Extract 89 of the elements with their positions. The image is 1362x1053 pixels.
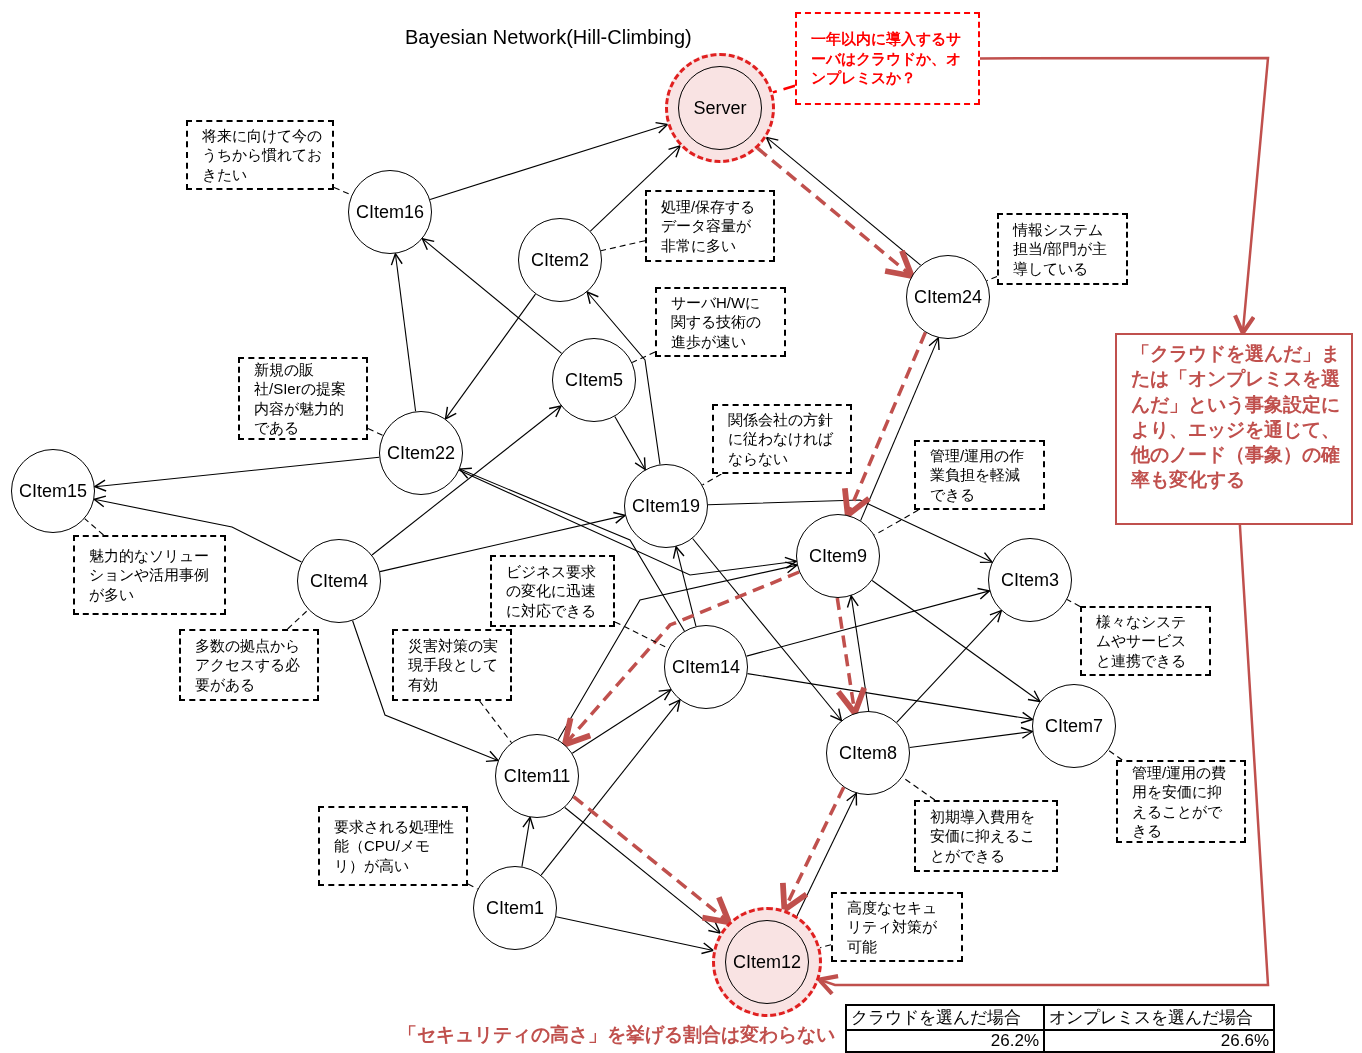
- callout-box: 情報システム担当/部門が主導している: [997, 213, 1128, 285]
- arrow: [586, 291, 661, 465]
- arrow: [390, 253, 417, 412]
- callout-box: 管理/運用の作業負担を軽減できる: [914, 440, 1045, 510]
- arrow: [540, 699, 681, 876]
- arrow: [980, 56, 1270, 336]
- callout-box: サーバH/Wに関する技術の進歩が速い: [655, 287, 786, 357]
- note-box: 「クラウドを選んだ」または「オンプレミスを選んだ」という事象設定により、エッジを通じて、他のノード（事象）の確率も変化する: [1115, 333, 1353, 525]
- arrow: [871, 579, 1041, 703]
- leader-line: [631, 351, 656, 364]
- callout-box: 処理/保存するデータ容量が非常に多い: [645, 190, 775, 262]
- arrow: [555, 916, 714, 955]
- arrow: [458, 469, 797, 576]
- arrow: [564, 806, 721, 934]
- question-callout: 一年以内に導入するサーバはクラウドか、オンプレミスか？: [795, 12, 980, 105]
- leader-line: [367, 427, 384, 436]
- arrow: [429, 121, 669, 200]
- leader-line: [772, 84, 796, 94]
- network-node: CItem2: [518, 218, 602, 302]
- network-node: CItem8: [826, 711, 910, 795]
- callout-box: 魅力的なソリューションや活用事例が多い: [73, 535, 226, 615]
- leader-line: [1066, 599, 1081, 607]
- arrow: [817, 524, 1270, 996]
- leader-line: [467, 883, 479, 890]
- network-node: CItem3: [988, 538, 1072, 622]
- network-node: CItem24: [906, 255, 990, 339]
- network-node: CItem4: [297, 539, 381, 623]
- callout-box: 高度なセキュリティ対策が可能: [831, 892, 963, 962]
- callout-box: 新規の販社/SIerの提案内容が魅力的である: [238, 357, 368, 440]
- arrow: [571, 689, 672, 754]
- network-node: CItem16: [348, 170, 432, 254]
- network-node: CItem1: [473, 866, 557, 950]
- arrow: [860, 337, 940, 522]
- arrow: [444, 293, 537, 420]
- network-node: CItem14: [664, 625, 748, 709]
- network-node: CItem7: [1032, 684, 1116, 768]
- callout-box: 要求される処理性能（CPU/メモリ）が高い: [318, 806, 468, 886]
- callout-box: 管理/運用の費用を安価に抑えることができる: [1116, 760, 1246, 843]
- network-node: CItem9: [796, 514, 880, 598]
- leader-line: [986, 275, 998, 282]
- arrow: [909, 726, 1034, 749]
- leader-line: [479, 700, 513, 744]
- arrow: [765, 136, 922, 266]
- arrow: [835, 597, 868, 716]
- callout-box: 初期導入費用を安価に抑えることができる: [914, 800, 1058, 872]
- arrow: [379, 511, 626, 573]
- network-node: CItem5: [552, 338, 636, 422]
- arrow: [746, 587, 991, 657]
- note-text: 「セキュリティの高さ」を挙げる割合は変わらない: [398, 1023, 835, 1047]
- arrow: [93, 495, 303, 563]
- arrow: [614, 415, 646, 471]
- callout-box: 多数の拠点からアクセスする必要がある: [179, 629, 319, 701]
- table-header-cell: クラウドを選んだ場合: [846, 1005, 1044, 1030]
- arrow: [746, 673, 1034, 724]
- network-node: CItem11: [495, 734, 579, 818]
- arrow: [780, 786, 846, 913]
- arrow: [572, 795, 732, 926]
- arrow: [707, 499, 993, 564]
- arrow: [672, 546, 697, 627]
- arrow: [94, 456, 380, 492]
- callout-box: 様々なシステムやサービスと連携できる: [1080, 606, 1211, 676]
- diagram-title: Bayesian Network(Hill-Climbing): [405, 26, 692, 49]
- callout-box: 将来に向けて今のうちから慣れておきたい: [186, 120, 334, 190]
- callout-box: 関係会社の方針に従わなければならない: [712, 404, 852, 474]
- arrow: [421, 238, 563, 354]
- arrow: [459, 467, 685, 632]
- arrow: [756, 146, 915, 279]
- leader-line: [701, 473, 722, 486]
- arrow: [896, 610, 1002, 723]
- arrow: [371, 405, 562, 556]
- network-node: CItem19: [624, 464, 708, 548]
- table-header-cell: オンプレミスを選んだ場合: [1044, 1005, 1274, 1030]
- leader-line: [600, 240, 646, 252]
- network-node: CItem15: [11, 449, 95, 533]
- arrow: [842, 331, 927, 518]
- table-value-cell: 26.6%: [1044, 1030, 1274, 1052]
- arrow: [796, 792, 858, 917]
- arrow: [692, 537, 843, 722]
- arrow: [589, 145, 681, 232]
- leader-line: [1107, 749, 1123, 761]
- arrow: [846, 595, 870, 712]
- callout-box: ビジネス要求の変化に迅速に対応できる: [490, 555, 615, 627]
- table-value-cell: 26.2%: [846, 1030, 1044, 1052]
- arrow: [352, 620, 499, 763]
- network-node: CItem22: [379, 411, 463, 495]
- callout-box: 災害対策の実現手段として有効: [392, 629, 512, 701]
- arrow: [521, 816, 535, 868]
- leader-line: [84, 518, 105, 536]
- leader-line: [287, 609, 309, 630]
